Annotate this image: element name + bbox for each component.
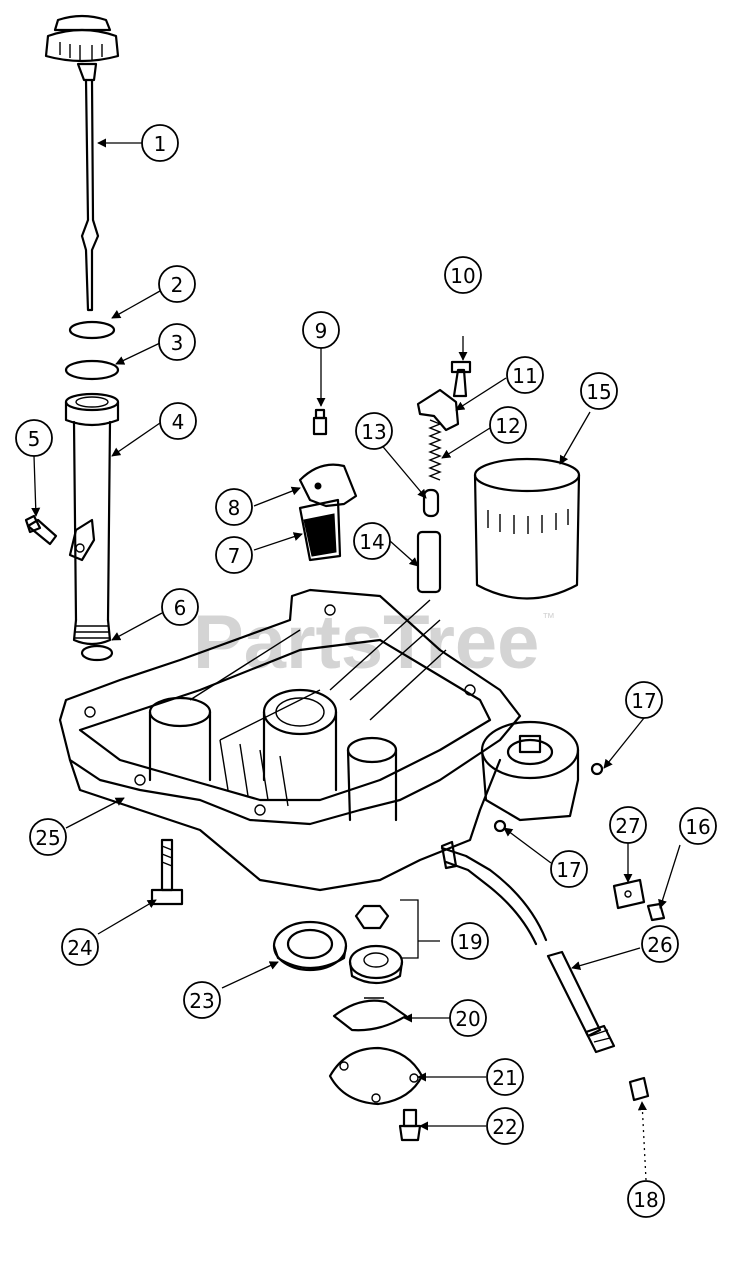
bolt-part-24 <box>150 838 184 906</box>
callout-21: 21 <box>486 1058 524 1096</box>
callout-1: 1 <box>141 124 179 162</box>
callout-4: 4 <box>159 402 197 440</box>
callout-2: 2 <box>158 265 196 303</box>
svg-text:22: 22 <box>492 1115 517 1139</box>
svg-text:21: 21 <box>492 1066 517 1090</box>
screw-part-5 <box>24 514 58 546</box>
dipstick-tube-part <box>64 392 120 646</box>
svg-text:12: 12 <box>495 414 520 438</box>
callout-24: 24 <box>61 928 99 966</box>
spring-part-12 <box>428 419 442 481</box>
svg-text:14: 14 <box>359 530 384 554</box>
pin-part-13 <box>422 488 440 518</box>
leader-lines <box>31 138 681 1181</box>
svg-text:2: 2 <box>171 273 184 297</box>
plug-part-9 <box>312 408 328 436</box>
dipstick-part <box>44 14 120 312</box>
plug-part-18 <box>628 1076 650 1102</box>
clip-part-27 <box>612 878 646 910</box>
callout-11: 11 <box>506 356 544 394</box>
svg-text:™: ™ <box>542 610 555 625</box>
svg-text:23: 23 <box>189 989 214 1013</box>
cover-part-21 <box>328 1046 424 1106</box>
oil-filter-part-15 <box>473 457 581 600</box>
callout-23: 23 <box>183 981 221 1019</box>
svg-text:27: 27 <box>615 814 640 838</box>
svg-text:13: 13 <box>361 420 386 444</box>
callout-5: 5 <box>15 419 53 457</box>
callout-16: 16 <box>679 807 717 845</box>
callout-13: 13 <box>355 412 393 450</box>
callout-18: 18 <box>627 1180 665 1218</box>
svg-text:7: 7 <box>228 544 241 568</box>
svg-text:6: 6 <box>174 596 187 620</box>
callout-15: 15 <box>580 372 618 410</box>
callout-14: 14 <box>353 522 391 560</box>
bolt-part-10 <box>450 360 472 398</box>
callout-10: 10 <box>444 256 482 294</box>
svg-text:9: 9 <box>315 319 328 343</box>
oil-pan-part-25 <box>58 588 580 892</box>
seal-part-23 <box>272 920 348 972</box>
callout-12: 12 <box>489 406 527 444</box>
svg-text:20: 20 <box>455 1007 480 1031</box>
callout-7: 7 <box>215 536 253 574</box>
svg-text:19: 19 <box>457 930 482 954</box>
svg-text:17: 17 <box>631 689 656 713</box>
svg-text:16: 16 <box>685 815 710 839</box>
o-ring-large-part <box>64 359 120 381</box>
washer-part-17b <box>493 819 507 833</box>
svg-text:4: 4 <box>172 410 185 434</box>
callout-17-top: 17 <box>625 681 663 719</box>
o-ring-small-part <box>68 320 116 340</box>
svg-text:15: 15 <box>586 380 611 404</box>
svg-text:3: 3 <box>171 331 184 355</box>
svg-text:24: 24 <box>67 936 92 960</box>
svg-text:11: 11 <box>512 364 537 388</box>
svg-text:5: 5 <box>28 427 41 451</box>
screw-part-16 <box>646 902 666 922</box>
svg-text:26: 26 <box>647 933 672 957</box>
svg-text:17: 17 <box>556 858 581 882</box>
svg-text:1: 1 <box>154 132 167 156</box>
bracket-part-11 <box>416 388 460 432</box>
callout-25: 25 <box>29 818 67 856</box>
screw-part-22 <box>398 1108 422 1142</box>
svg-text:25: 25 <box>35 826 60 850</box>
svg-text:18: 18 <box>633 1188 658 1212</box>
callout-17-bottom: 17 <box>550 850 588 888</box>
seal-ring-part-6 <box>80 644 114 662</box>
drain-hose-part-26 <box>440 840 616 1054</box>
gear-set-part-19 <box>348 899 419 985</box>
callout-20: 20 <box>449 999 487 1037</box>
svg-text:8: 8 <box>228 496 241 520</box>
svg-text:10: 10 <box>450 264 475 288</box>
callout-3: 3 <box>158 323 196 361</box>
callout-26: 26 <box>641 925 679 963</box>
washer-part-17a <box>590 762 604 776</box>
baffle-part-7 <box>298 498 342 562</box>
callout-6: 6 <box>161 588 199 626</box>
sleeve-part-14 <box>416 530 442 594</box>
callout-8: 8 <box>215 488 253 526</box>
cover-plate-part-8 <box>298 463 358 508</box>
callout-19: 19 <box>451 922 489 960</box>
callout-22: 22 <box>486 1107 524 1145</box>
callout-9: 9 <box>302 311 340 349</box>
callout-27: 27 <box>609 806 647 844</box>
plate-part-20 <box>332 997 408 1032</box>
